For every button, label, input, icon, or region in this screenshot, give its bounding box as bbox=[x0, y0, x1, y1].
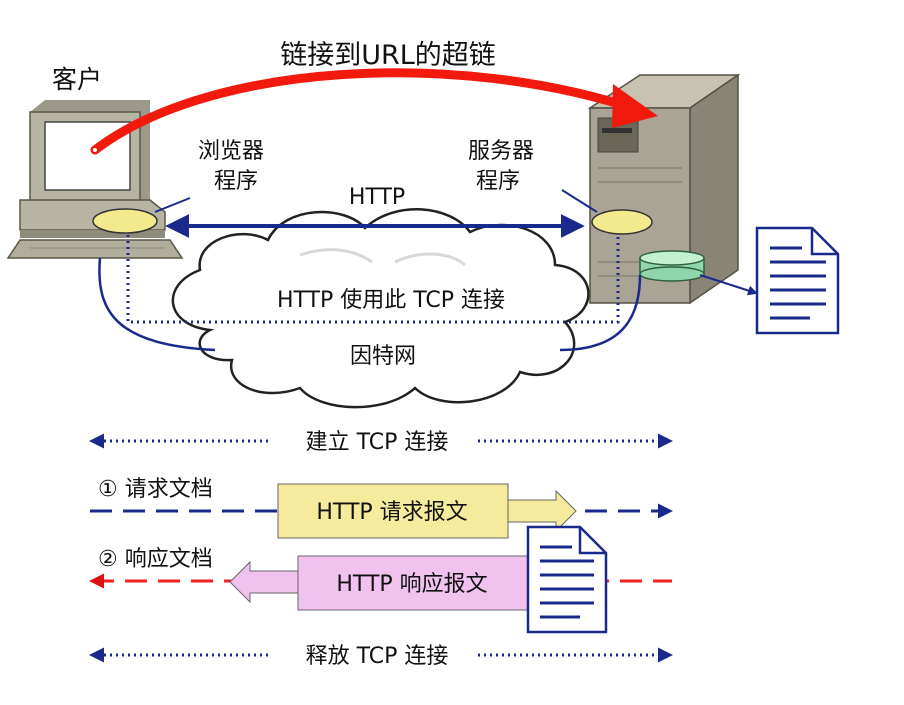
database-cylinder-icon bbox=[639, 250, 705, 282]
request-step-label: ① 请求文档 bbox=[98, 477, 213, 502]
internet-label: 因特网 bbox=[350, 344, 416, 369]
response-step-label: ② 响应文档 bbox=[98, 547, 213, 572]
client-computer bbox=[6, 100, 184, 259]
tcp-connection-dotted bbox=[126, 235, 620, 324]
server-label-line2: 程序 bbox=[476, 169, 520, 194]
response-document-icon bbox=[526, 525, 608, 634]
server-label-line1: 服务器 bbox=[468, 139, 534, 164]
server-leader-line bbox=[561, 189, 598, 213]
server-program-ellipse bbox=[591, 209, 653, 235]
tcp-label-backdrop bbox=[238, 285, 544, 313]
response-box-label: HTTP 响应报文 bbox=[336, 572, 487, 597]
response-box bbox=[229, 555, 531, 611]
browser-leader-line bbox=[154, 197, 191, 213]
browser-label-line2: 程序 bbox=[214, 169, 258, 194]
hyperlink-arrow bbox=[90, 68, 643, 155]
http-label: HTTP bbox=[349, 185, 405, 210]
browser-label-line1: 浏览器 bbox=[198, 139, 264, 164]
browser-program-ellipse bbox=[92, 208, 158, 234]
request-box bbox=[277, 483, 577, 539]
server-internet-link bbox=[559, 274, 642, 352]
hyperlink-arrowhead bbox=[612, 84, 658, 128]
hyperlink-label: 链接到URL的超链 bbox=[280, 40, 496, 71]
request-box-label: HTTP 请求报文 bbox=[316, 500, 467, 525]
document-icon bbox=[755, 226, 840, 335]
db-to-document-arrow bbox=[699, 274, 758, 296]
hyperlink-start-dot bbox=[91, 146, 99, 154]
establish-tcp-label: 建立 TCP 连接 bbox=[306, 430, 449, 455]
client-internet-link bbox=[98, 257, 216, 352]
client-label: 客户 bbox=[52, 65, 102, 94]
release-tcp-label: 释放 TCP 连接 bbox=[306, 644, 449, 669]
tcp-usage-label: HTTP 使用此 TCP 连接 bbox=[277, 288, 505, 313]
